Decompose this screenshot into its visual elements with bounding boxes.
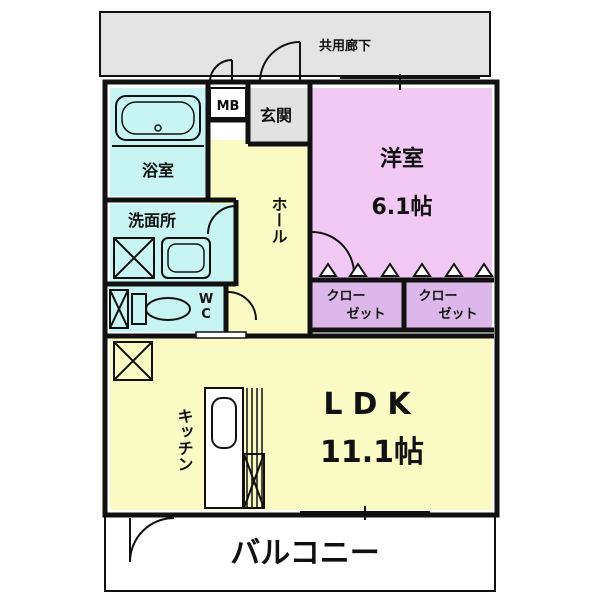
ldk-storage-box: [113, 341, 153, 381]
closet-door-marks: [318, 262, 494, 277]
corridor-label: 共用廊下: [319, 38, 371, 54]
washroom-label: 洗面所: [128, 211, 176, 230]
hall-label: ホール: [269, 196, 288, 244]
entrance-area: [248, 88, 308, 143]
wc-storage-box: [109, 289, 129, 329]
door-swings: [129, 41, 355, 563]
closet-2-label-line1: クロー: [418, 289, 457, 304]
interior-walls: [107, 84, 494, 339]
western-room-area: [312, 88, 492, 278]
closet-2-label-line2: ゼット: [438, 306, 477, 322]
closet-1-label-line2: ゼット: [346, 306, 385, 322]
wash-basin: [161, 237, 211, 279]
mb-label: MB: [217, 99, 240, 114]
kitchen-box: [243, 453, 265, 509]
bathtub: [115, 95, 201, 141]
balcony-label: バルコニー: [230, 536, 379, 571]
entrance-label: 玄関: [260, 106, 292, 125]
ldk-label: LDK: [323, 387, 420, 422]
closet-2-area: [402, 278, 492, 328]
ldk-size-label: 11.1帖: [320, 435, 424, 470]
kitchen-label: キッチン: [175, 408, 194, 472]
western-room-size-label: 6.1帖: [372, 195, 433, 220]
sliding-door-track: [195, 331, 247, 339]
balcony-area: [104, 514, 496, 592]
windows: [300, 74, 480, 520]
bath-label: 浴室: [142, 161, 174, 180]
kitchen-sink: [211, 397, 237, 449]
wc-label: WC: [199, 292, 214, 322]
closet-1-label-line1: クロー: [326, 289, 365, 304]
corridor-area: [99, 11, 491, 77]
ldk-area: [110, 338, 492, 510]
closet-1-area: [312, 278, 402, 328]
western-room-label: 洋室: [380, 146, 424, 172]
washer-box: [113, 237, 155, 279]
